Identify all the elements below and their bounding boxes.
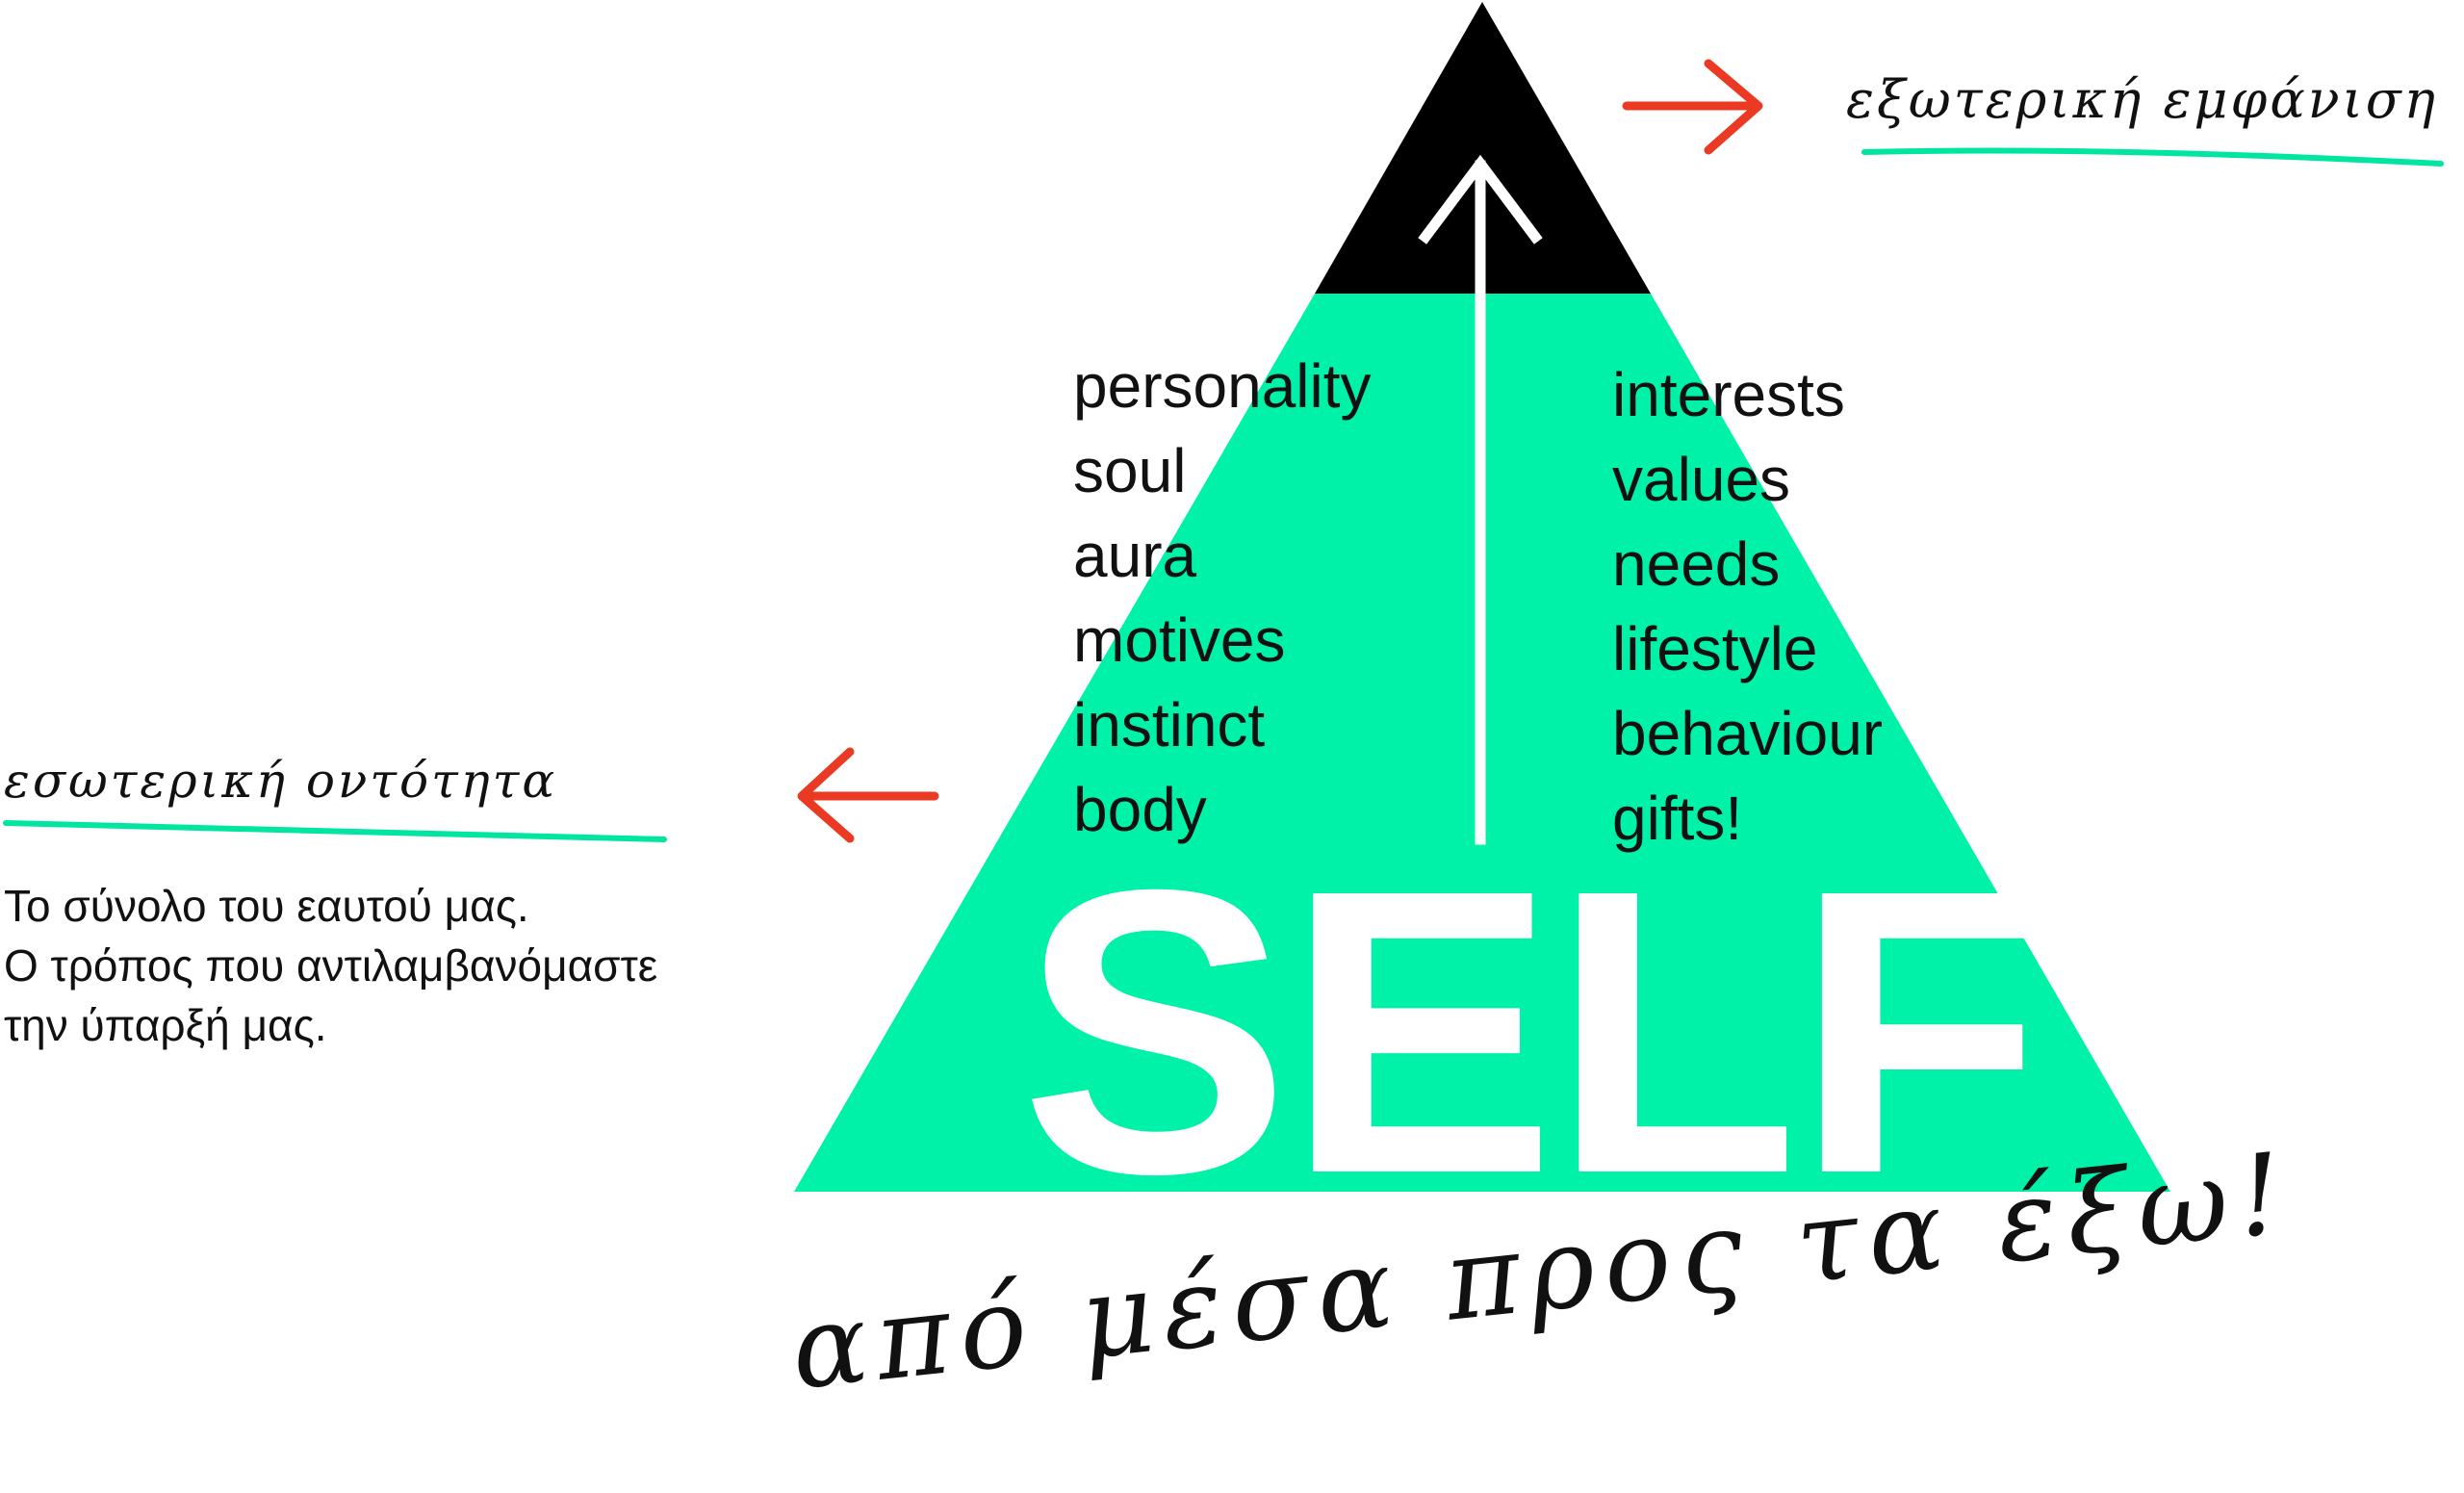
arrow-right-icon [1622,59,1763,155]
right-word-needs: needs [1612,529,1781,599]
pyramid-apex [1315,2,1651,294]
left-word-personality: personality [1073,351,1372,421]
description-block: Το σύνολο του εαυτού μας. Ο τρόπος που α… [4,876,657,1055]
left-word-instinct: instinct [1073,690,1266,759]
left-word-aura: aura [1073,521,1197,590]
right-word-lifestyle: lifestyle [1612,614,1818,683]
left-word-motives: motives [1073,605,1286,675]
self-title: SELF [1020,874,2039,1192]
arrow-up-icon [1418,154,1543,845]
description-line-2: Ο τρόπος που αντιλαμβανόμαστε [4,940,658,991]
right-word-interests: interests [1612,360,1845,429]
underline-top-right [1861,147,2444,167]
right-word-values: values [1612,445,1790,514]
top-right-label: εξωτερική εμφάνιση [1846,69,2439,130]
right-word-gifts: gifts! [1612,784,1743,853]
description-line-3: την ύπαρξή μας. [4,1000,327,1050]
underline-left [3,820,667,842]
left-word-soul: soul [1073,436,1187,505]
description-line-1: Το σύνολο του εαυτού μας. [4,881,529,931]
left-label: εσωτερική οντότητα [4,753,558,809]
left-word-body: body [1073,775,1207,844]
right-word-behaviour: behaviour [1612,699,1884,768]
arrow-left-icon [797,747,939,843]
